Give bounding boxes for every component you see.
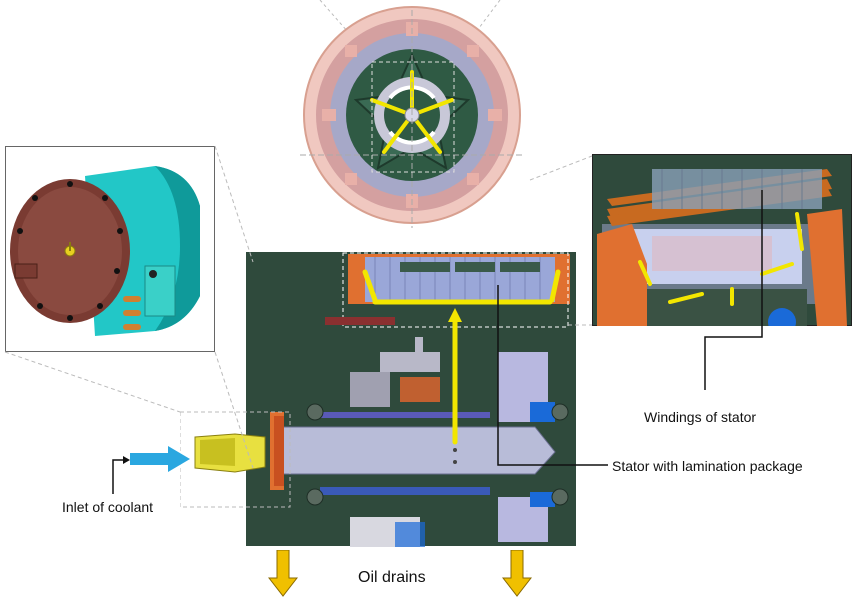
stator-label: Stator with lamination package — [612, 458, 803, 474]
motor-cross-section — [180, 252, 580, 548]
rotor-cross-section — [300, 0, 525, 230]
windings-label: Windings of stator — [644, 409, 757, 425]
arrow-down-icon — [268, 550, 298, 597]
motor-3d-view — [5, 146, 215, 352]
arrow-down-icon — [502, 550, 532, 597]
oil-drains-label: Oil drains — [358, 569, 426, 586]
arrow-right-icon — [130, 446, 190, 472]
inlet-label: Inlet of coolant — [62, 499, 154, 515]
windings-zoom-view — [592, 154, 852, 326]
